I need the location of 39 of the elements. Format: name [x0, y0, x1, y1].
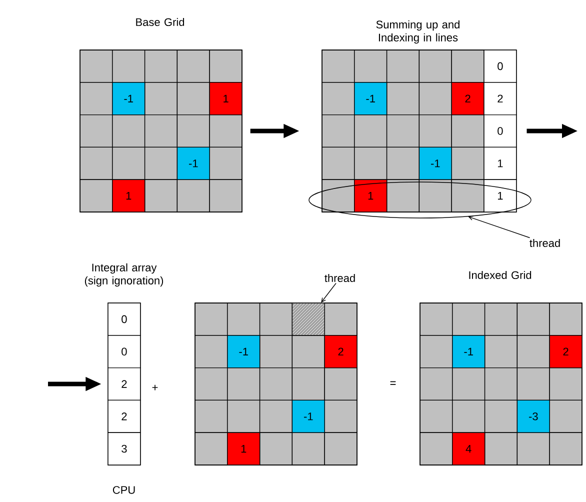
cell: -1 — [452, 335, 486, 368]
cell: -1 — [112, 82, 146, 116]
callout-text: thread — [530, 238, 560, 248]
label: CPU — [112, 486, 135, 494]
heading: Indexed Grid — [469, 270, 532, 280]
cell: 2 — [484, 82, 517, 116]
cell: -1 — [292, 400, 325, 433]
operator-sign: = — [390, 381, 396, 385]
leader-line — [468, 216, 530, 238]
cell: 1 — [209, 82, 242, 116]
cell: 0 — [484, 50, 517, 83]
ellipse — [308, 182, 532, 218]
cell: 0 — [108, 302, 141, 336]
operator-sign: + — [152, 384, 158, 390]
cell: -3 — [516, 400, 550, 433]
cell: 1 — [112, 179, 146, 212]
heading: Summing up and Indexing in lines — [376, 20, 460, 44]
cell: 4 — [452, 432, 486, 466]
cell: 1 — [484, 179, 517, 212]
heading: Integral array (sign ignoration) — [84, 263, 164, 287]
cell: 1 — [484, 146, 517, 180]
leader-line — [321, 282, 336, 303]
cell: -1 — [227, 335, 260, 368]
cell: -1 — [418, 146, 452, 180]
cell: 2 — [324, 335, 358, 368]
cell: 2 — [451, 82, 484, 116]
cell: 1 — [354, 179, 388, 212]
cell: 3 — [108, 432, 141, 466]
cell: -1 — [354, 82, 388, 116]
cell: 2 — [108, 400, 141, 433]
cell: -1 — [176, 146, 210, 180]
cell: 2 — [108, 367, 141, 401]
cell: 2 — [549, 335, 582, 368]
heading: Base Grid — [136, 18, 184, 26]
cell: 1 — [227, 432, 260, 466]
cell: 0 — [484, 114, 517, 148]
cell: 0 — [108, 335, 141, 368]
grid — [194, 302, 358, 466]
callout-text: thread — [324, 274, 355, 282]
